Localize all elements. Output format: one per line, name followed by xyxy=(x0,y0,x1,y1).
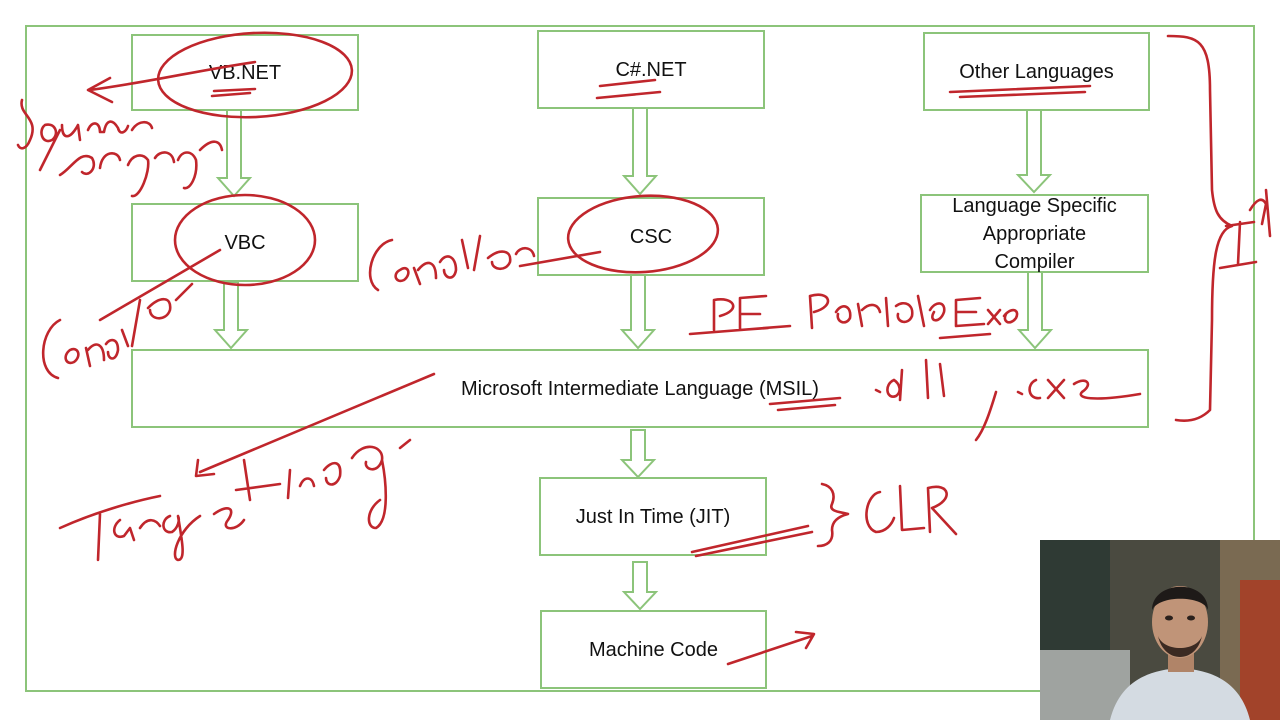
presenter-webcam xyxy=(1040,540,1280,720)
node-csharp: C#.NET xyxy=(537,30,765,109)
node-msil: Microsoft Intermediate Language (MSIL) xyxy=(131,349,1149,428)
node-vbc: VBC xyxy=(131,203,359,282)
presenter-photo xyxy=(1040,540,1280,720)
node-other-languages: Other Languages xyxy=(923,32,1150,111)
node-csc: CSC xyxy=(537,197,765,276)
node-vbnet: VB.NET xyxy=(131,34,359,111)
node-jit: Just In Time (JIT) xyxy=(539,477,767,556)
diagram-frame xyxy=(25,25,1255,692)
node-language-specific-compiler: Language Specific Appropriate Compiler xyxy=(920,194,1149,273)
node-machine-code: Machine Code xyxy=(540,610,767,689)
